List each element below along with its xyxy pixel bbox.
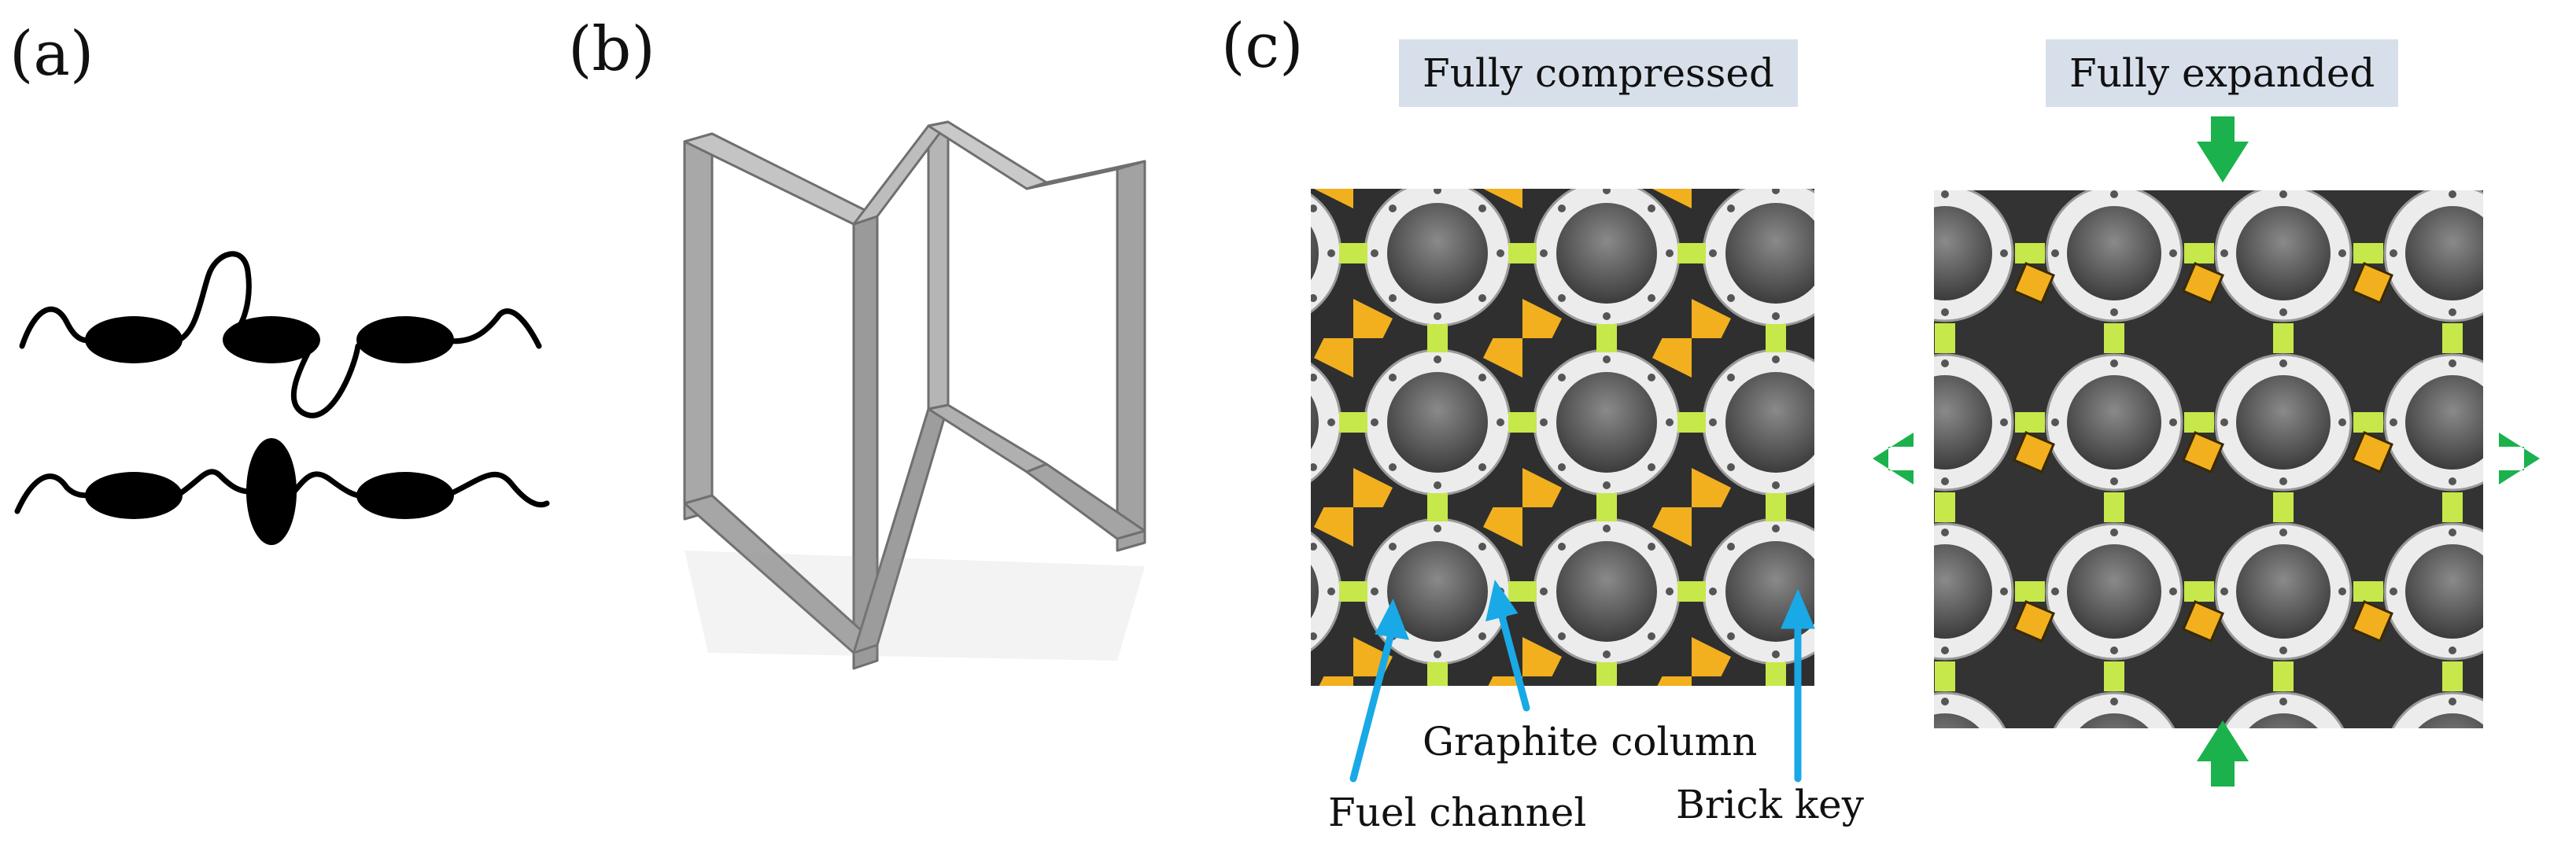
molecule-ellipses-top (85, 316, 454, 363)
brick-key-label: Brick key (1676, 782, 1864, 827)
panel-label-c: (c) (1221, 11, 1304, 82)
fully-compressed-tag: Fully compressed (1399, 39, 1798, 107)
reentrant-frame-3d (683, 120, 1146, 670)
graphite-column-label: Graphite column (1423, 719, 1758, 764)
callout-arrows (1349, 579, 1815, 783)
molecule-chain-bottom (14, 469, 550, 514)
fully-expanded-tag: Fully expanded (2046, 39, 2399, 107)
panel-label-a: (a) (9, 19, 94, 90)
frame-shadow (685, 551, 1145, 661)
fuel-channels-expanded (2013, 262, 2393, 643)
lattice-compressed (1311, 189, 1814, 686)
expansion-arrows (1873, 116, 2540, 787)
fuel-channel-label: Fuel channel (1328, 790, 1587, 835)
molecule-ellipses-bottom (85, 438, 454, 545)
panel-label-b: (b) (568, 14, 655, 85)
molecule-chain-top (19, 251, 542, 418)
